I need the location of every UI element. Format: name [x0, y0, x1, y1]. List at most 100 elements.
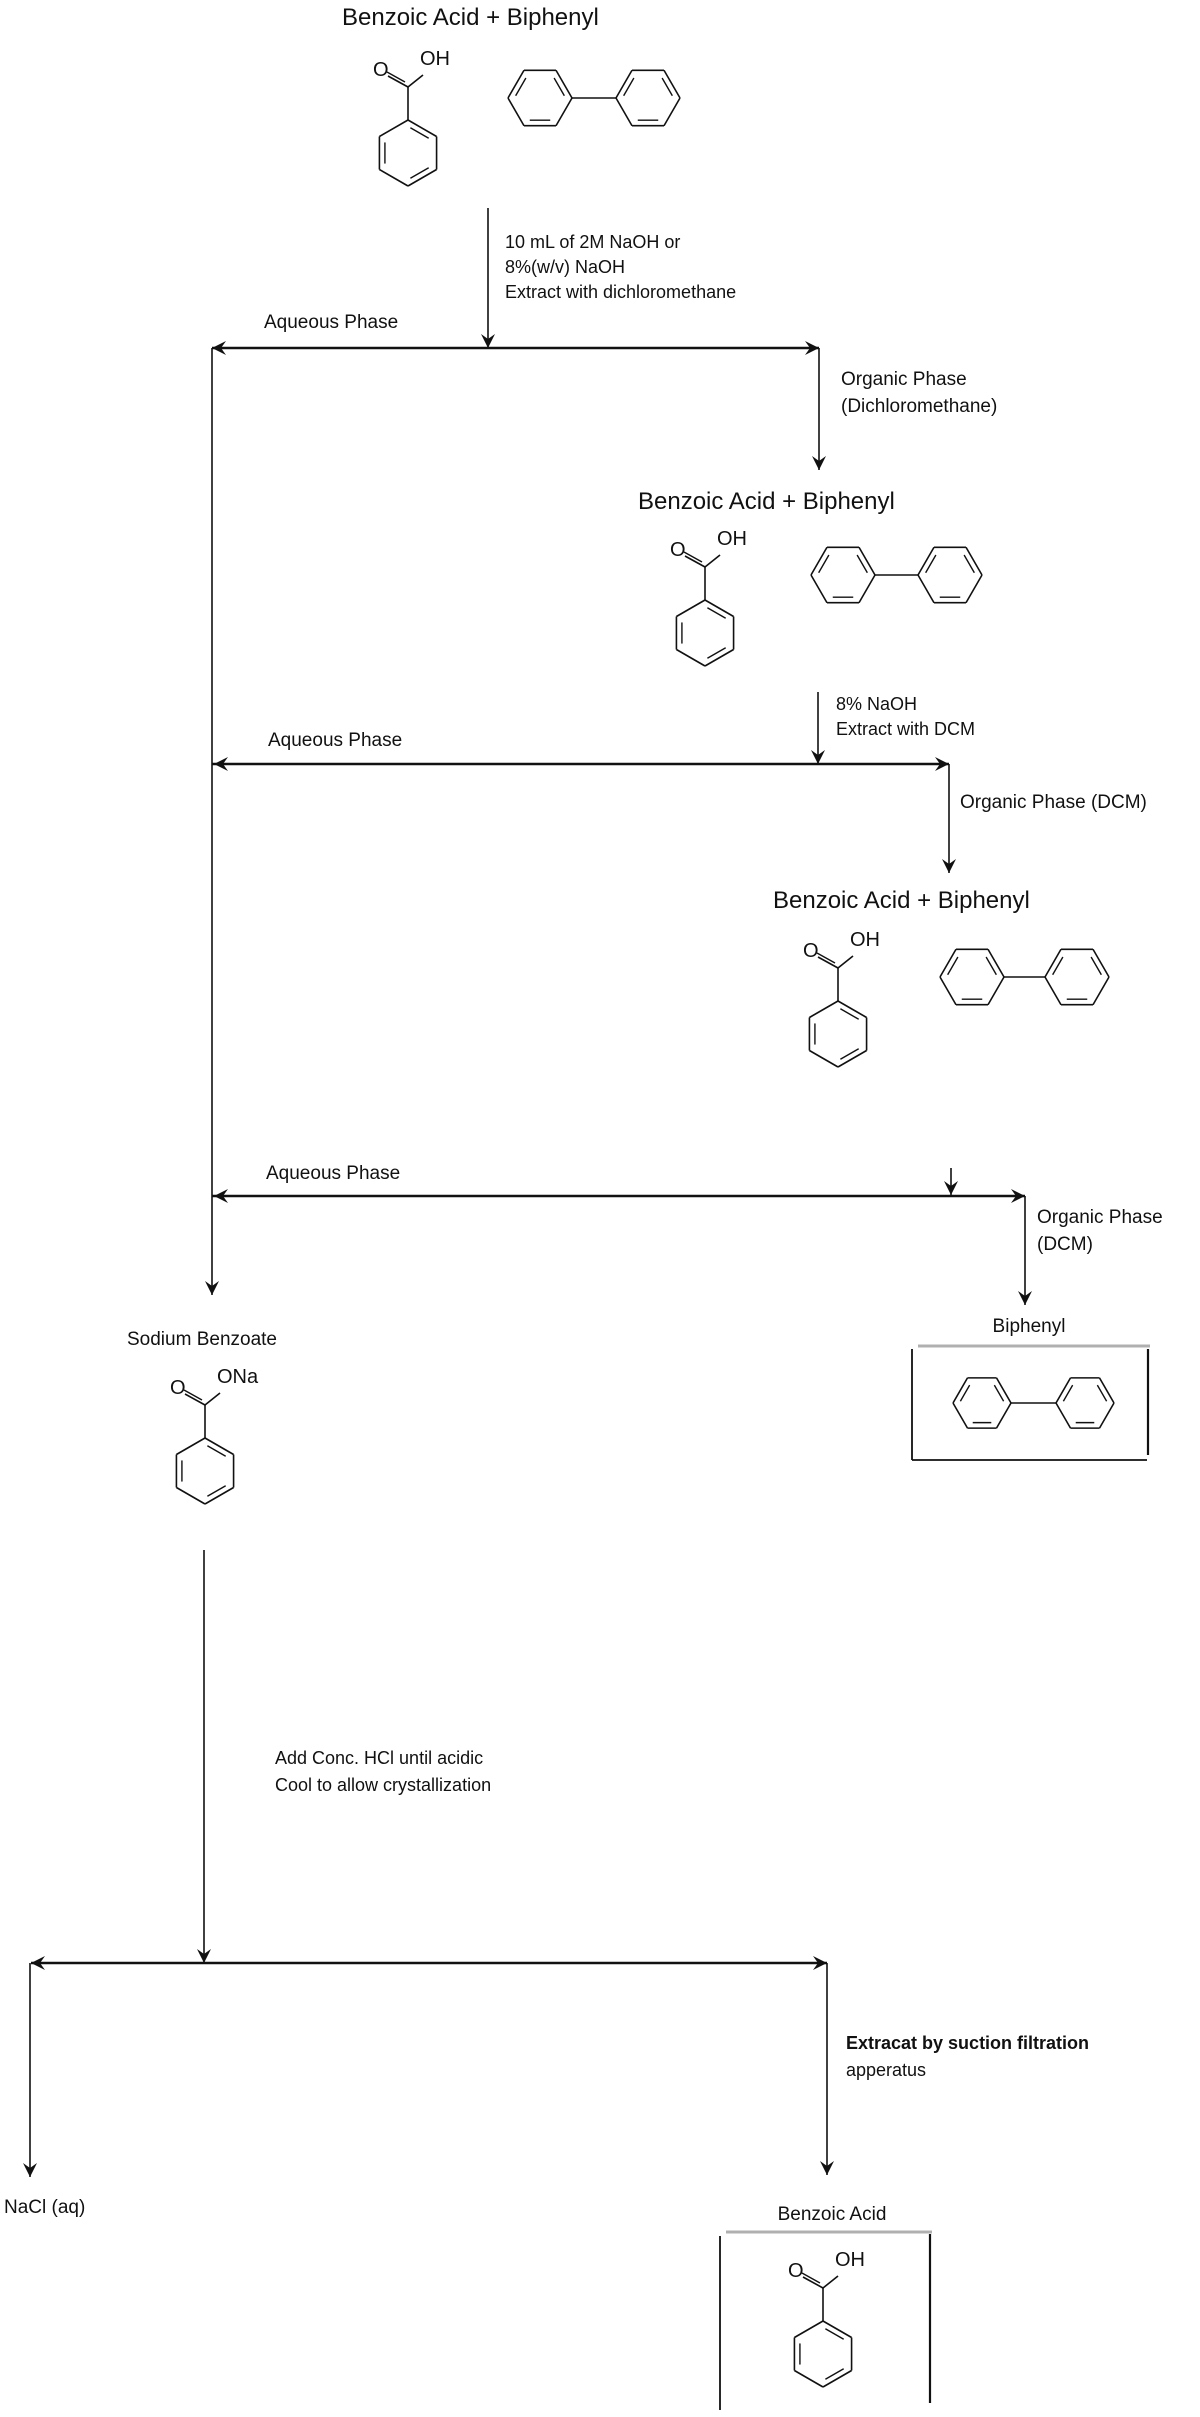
- start-biphenyl-ring-right: [615, 69, 681, 127]
- step1-biphenyl-ring-left: [810, 546, 876, 604]
- start-biphenyl-ring-left: [507, 69, 573, 127]
- step1-benzoic-acid-co-bond: [684, 555, 706, 568]
- aqueous-trunk-head: [205, 1281, 219, 1295]
- filtration-line-1: Extracat by suction filtration: [846, 2033, 1090, 2053]
- start-benzoic-acid-ring-bond: [379, 168, 409, 187]
- step1-biphenyl-ring-right-double-bond: [963, 554, 975, 574]
- step1-reagent-line-3: Extract with dichloromethane: [505, 282, 737, 302]
- sodium-benzoate-co-bond: [184, 1393, 206, 1406]
- product-benzoic-acid-ring-double-bond: [825, 2368, 845, 2380]
- step2-organic-phase-label: Organic Phase (DCM): [960, 792, 1147, 813]
- benzoic-acid-product-label: Benzoic Acid: [777, 2204, 887, 2225]
- product-benzoic-acid-ring-bond: [822, 2369, 852, 2388]
- start-benzoic-acid-ring-bond: [407, 168, 437, 187]
- start-benzoic-acid-oxygen-label: O: [373, 59, 389, 81]
- step2-aqueous-arrow-head: [214, 757, 228, 771]
- step1-organic-arrow-head: [805, 341, 819, 355]
- sodium-benzoate-ring-double-bond: [207, 1485, 227, 1497]
- product-biphenyl-ring-right-bond: [1055, 1377, 1072, 1404]
- biphenyl-product-label: Biphenyl: [992, 1316, 1066, 1337]
- step3-aqueous-phase-label: Aqueous Phase: [266, 1163, 401, 1184]
- start-biphenyl-ring-right-double-bond: [623, 77, 635, 97]
- start-biphenyl-ring-right-double-bond: [661, 77, 673, 97]
- step2-input-arrow-head: [811, 750, 825, 764]
- step2-aqueous-phase-label: Aqueous Phase: [268, 730, 403, 751]
- product-biphenyl-ring-left-bond: [995, 1402, 1012, 1429]
- step2-benzoic-acid-coh-bond: [837, 955, 854, 969]
- step2-benzoic-acid-co-double: [816, 952, 836, 964]
- sodium-benzoate-label: Sodium Benzoate: [127, 1329, 277, 1350]
- sodium-benzoate-ring-bond: [176, 1437, 206, 1456]
- step3-organic-arrow-head: [1011, 1189, 1025, 1203]
- start-benzoic-acid-ring-double-bond: [410, 167, 430, 179]
- step2-biphenyl-ring-left: [939, 948, 1005, 1006]
- step1-benzoic-acid-coh-bond: [704, 554, 721, 568]
- step1-biphenyl-ring-left-bond: [810, 546, 828, 576]
- sodium-benzoate-substituent-label: ONa: [217, 1366, 259, 1388]
- step1-benzoic-acid-ring-bond: [704, 599, 734, 618]
- step2-benzoic-acid-ring-double-bond: [840, 1048, 860, 1060]
- step1-biphenyl-ring-right-bond: [917, 546, 935, 576]
- start-biphenyl-ring-left-double-bond: [515, 77, 527, 97]
- sodium-benzoate-co-double: [183, 1389, 203, 1401]
- start-benzoic-acid-ring-bond: [407, 119, 437, 138]
- sodium-benzoate-ring-bond: [204, 1437, 234, 1456]
- start-biphenyl-ring-left-bond: [555, 97, 573, 127]
- start-biphenyl-ring-right-bond: [663, 97, 681, 127]
- step1-biphenyl-ring-right-bond: [965, 546, 983, 576]
- start-benzoic-acid-substituent-label: OH: [420, 48, 450, 70]
- product-benzoic-acid-ring-bond: [794, 2320, 824, 2339]
- product-biphenyl-ring-right-double-bond: [1096, 1384, 1108, 1402]
- step2-reagent-line-1: 8% NaOH: [836, 694, 918, 714]
- start-benzoic-acid-ring: [378, 119, 438, 187]
- sodium-benzoate-ring: [175, 1437, 235, 1505]
- step2-result-label: Benzoic Acid + Biphenyl: [773, 887, 1030, 914]
- start-benzoic-acid-coh-bond: [407, 74, 424, 88]
- product-biphenyl-ring-right-bond: [1098, 1402, 1115, 1429]
- sodium-benzoate-ring-bond: [204, 1486, 234, 1505]
- start-biphenyl-ring-left-bond: [555, 69, 573, 99]
- acidify-line-1: Add Conc. HCl until acidic: [275, 1748, 484, 1768]
- step2-benzoic-acid-co-bond: [817, 956, 839, 969]
- product-biphenyl-ring-left-double-bond: [959, 1384, 971, 1402]
- step1-reagent-line-1: 10 mL of 2M NaOH or: [505, 232, 681, 252]
- product-benzoic-acid-co-bond: [802, 2276, 824, 2289]
- step2-benzoic-acid-ring-bond: [837, 1000, 867, 1019]
- step1-benzoic-acid-oxygen-label: O: [670, 539, 686, 561]
- step1-biphenyl-ring-right-bond: [965, 574, 983, 604]
- step1-biphenyl-ring-right-double-bond: [925, 554, 937, 574]
- step1-benzoic-acid-ring: [675, 599, 735, 667]
- sodium-benzoate-oxygen-label: O: [170, 1377, 186, 1399]
- sodium-benzoate-ring-bond: [176, 1486, 206, 1505]
- product-biphenyl-ring-left-bond: [952, 1377, 969, 1404]
- acidify-arrow-head: [197, 1949, 211, 1963]
- product-biphenyl-ring-right-bond: [1098, 1377, 1115, 1404]
- step1-aqueous-phase-label: Aqueous Phase: [264, 312, 399, 333]
- step2-biphenyl-ring-left-bond: [939, 948, 957, 978]
- step1-benzoic-acid-co-double: [683, 551, 703, 563]
- step2-biphenyl-ring-right-bond: [1044, 948, 1062, 978]
- step2-biphenyl-ring-right-double-bond: [1052, 956, 1064, 976]
- step3-organic-down-arrow-head: [1018, 1291, 1032, 1305]
- product-benzoic-acid-co-double: [801, 2272, 821, 2284]
- step1-biphenyl-ring-right-bond: [917, 574, 935, 604]
- step2-benzoic-acid-ring-double-bond: [840, 1008, 860, 1020]
- step2-biphenyl-ring-left-double-bond: [947, 956, 959, 976]
- filtrate-arrow-head: [31, 1956, 45, 1970]
- start-biphenyl-ring-right-bond: [615, 97, 633, 127]
- step2-biphenyl-ring-left-bond: [987, 976, 1005, 1006]
- step1-biphenyl-ring-left-double-bond: [856, 554, 868, 574]
- product-benzoic-acid-substituent-label: OH: [835, 2249, 865, 2271]
- start-benzoic-acid-ring-bond: [379, 119, 409, 138]
- nacl-filtrate-label: NaCl (aq): [4, 2197, 86, 2218]
- step2-organic-arrow-head: [935, 757, 949, 771]
- start-biphenyl-ring-left-bond: [507, 97, 525, 127]
- product-benzoic-acid-ring-bond: [822, 2320, 852, 2339]
- step2-benzoic-acid-ring-bond: [809, 1000, 839, 1019]
- step1-biphenyl-ring-left-double-bond: [818, 554, 830, 574]
- step1-organic-phase-label-1: Organic Phase: [841, 369, 967, 390]
- start-biphenyl-ring-right-bond: [663, 69, 681, 99]
- product-benzoic-acid-coh-bond: [822, 2275, 839, 2289]
- step1-result-label: Benzoic Acid + Biphenyl: [638, 488, 895, 515]
